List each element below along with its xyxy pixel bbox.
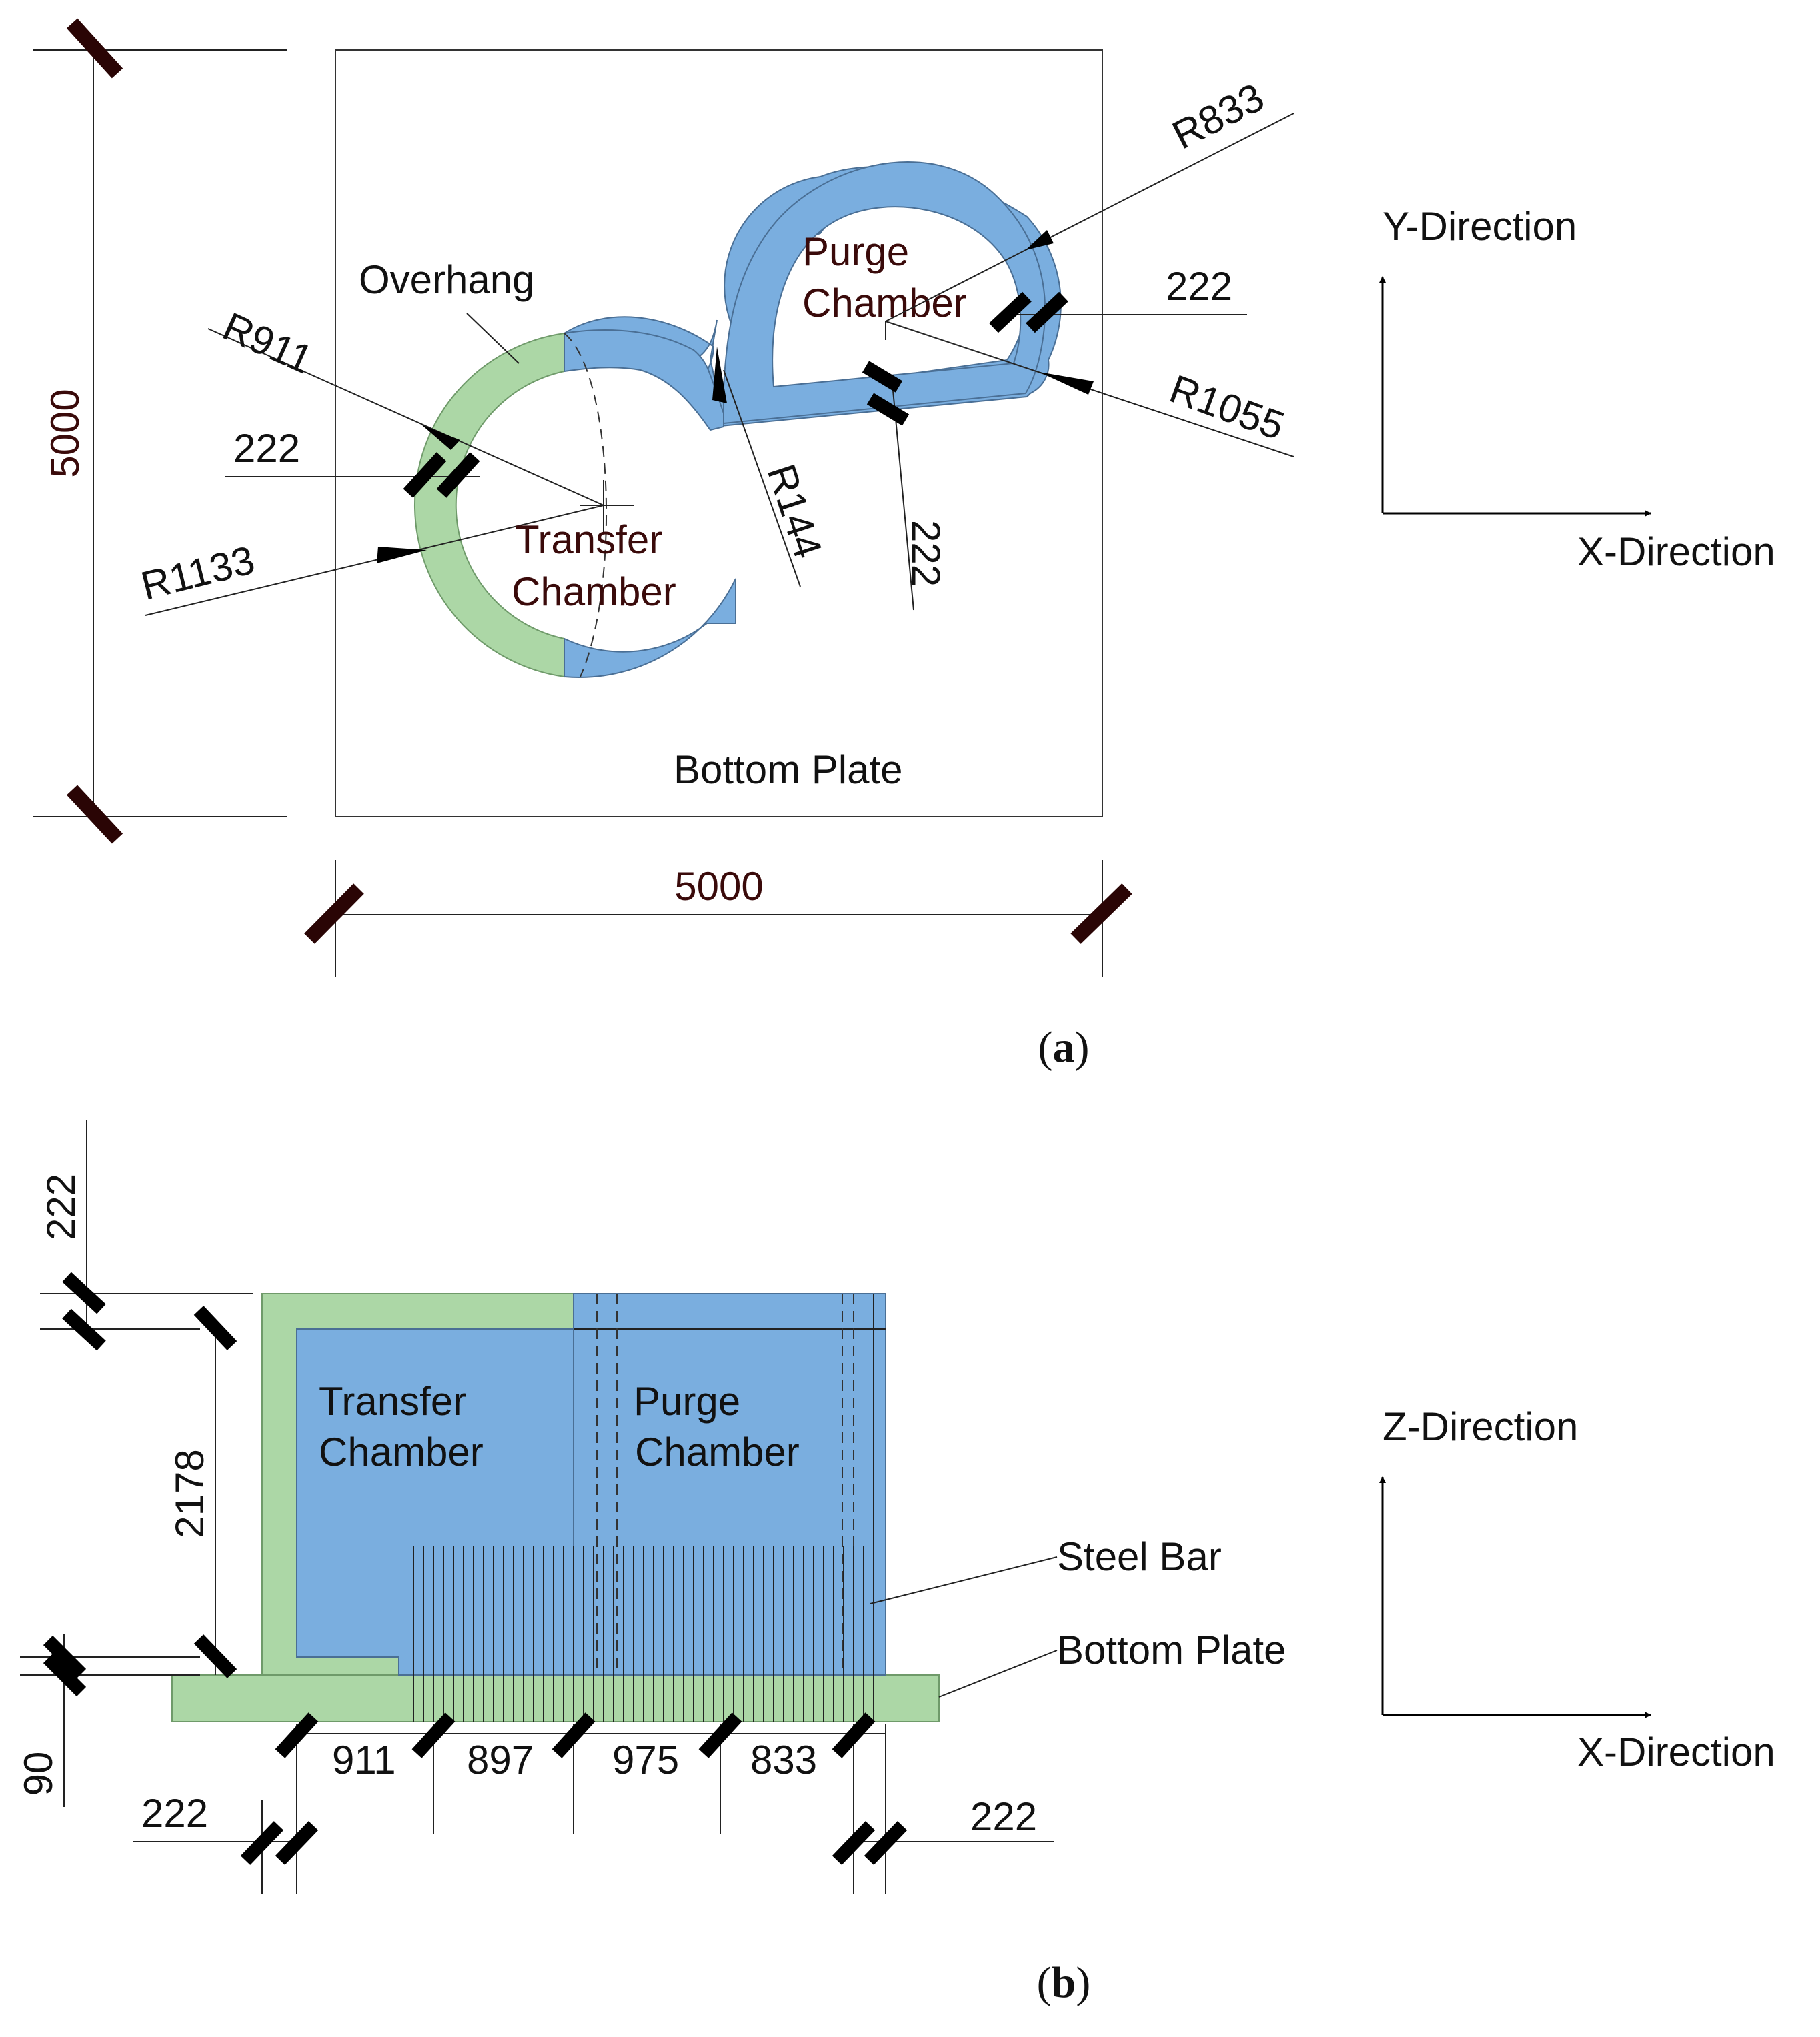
dim-tick-bottom <box>66 785 123 844</box>
r911-label: R911 <box>217 304 319 383</box>
wall-left-tick-a <box>403 452 447 498</box>
r1133-leader <box>145 505 604 616</box>
b-plate-tick-b <box>43 1653 87 1697</box>
b-purge-label-line2: Chamber <box>635 1430 800 1474</box>
transfer-chamber-label-line1: Transfer <box>515 517 662 562</box>
y-axis-label: Y-Direction <box>1383 204 1577 249</box>
wall-lower-tick-a <box>862 361 903 393</box>
r144-label: R144 <box>759 459 831 563</box>
bottom-plate-section <box>171 1674 940 1722</box>
b-seg3-label: 975 <box>612 1738 679 1782</box>
r144-arrow <box>712 347 727 403</box>
steel-bar-label: Steel Bar <box>1057 1534 1222 1579</box>
b-height-tick-bottom <box>193 1634 237 1678</box>
r1133-arrow <box>377 547 427 563</box>
b-left-wall-tick-a <box>240 1821 284 1865</box>
b-bottom-plate-leader <box>938 1650 1058 1698</box>
b-top-tick-a <box>62 1272 106 1314</box>
b-left-wall-tick-b <box>275 1821 319 1865</box>
overhang-boundary-dashed <box>564 333 607 677</box>
overhang-arc <box>413 332 565 678</box>
transfer-chamber-label-line2: Chamber <box>512 569 676 614</box>
b-seg4-label: 833 <box>750 1738 817 1782</box>
b-left-wall-label: 222 <box>141 1791 208 1836</box>
b-height-label: 2178 <box>167 1449 212 1538</box>
r1055-label: R1055 <box>1164 366 1290 448</box>
wall-left-label: 222 <box>233 426 300 471</box>
panel-a-caption: (a) <box>1038 1023 1090 1072</box>
x-axis-label-a: X-Direction <box>1577 529 1775 574</box>
b-right-wall-tick-b <box>864 1821 908 1865</box>
bottom-plate-outline <box>335 49 1103 817</box>
b-transfer-label-line1: Transfer <box>319 1379 466 1424</box>
b-chain-ticks <box>275 1712 876 1758</box>
wall-lower-tick-b <box>866 393 910 426</box>
x-axis-label-b: X-Direction <box>1577 1730 1775 1774</box>
r1055-arrow <box>1039 372 1094 395</box>
wall-right-tick-b <box>1026 291 1068 333</box>
panel-b-caption: (b) <box>1037 1958 1091 2007</box>
b-transfer-label-line2: Chamber <box>319 1430 484 1474</box>
steel-bar-leader <box>870 1556 1058 1604</box>
dim-width-label: 5000 <box>674 864 763 909</box>
r833-arrow <box>1026 230 1054 250</box>
overhang-label: Overhang <box>359 257 535 302</box>
b-right-wall-tick-a <box>832 1821 876 1865</box>
z-axis-label: Z-Direction <box>1383 1404 1578 1449</box>
b-top-wall-label: 222 <box>39 1174 83 1240</box>
transfer-chamber-wall-lower <box>564 578 736 678</box>
wall-left-tick-b <box>436 452 480 498</box>
bottom-plate-label: Bottom Plate <box>674 747 903 792</box>
dim-height-label: 5000 <box>43 389 87 477</box>
b-right-wall-label: 222 <box>970 1794 1037 1839</box>
b-top-tick-b <box>62 1308 106 1351</box>
b-plate-tick-a <box>43 1635 87 1679</box>
r833-label: R833 <box>1165 75 1270 158</box>
r833-leader <box>885 113 1294 322</box>
b-seg1-label: 911 <box>332 1738 396 1782</box>
b-bottom-plate-label: Bottom Plate <box>1057 1628 1286 1672</box>
b-seg2-label: 897 <box>467 1738 534 1782</box>
b-height-tick-top <box>193 1306 237 1350</box>
purge-chamber-label-line2: Chamber <box>802 281 967 325</box>
b-plate-label: 90 <box>16 1752 61 1796</box>
r911-leader <box>207 328 604 506</box>
panel-a: 5000 5000 R911 R1133 222 Overhang Transf… <box>33 18 1775 1072</box>
wall-right-tick-a <box>989 291 1032 333</box>
r144-leader <box>723 369 801 587</box>
overhang-leader <box>466 313 520 364</box>
b-purge-label-line1: Purge <box>634 1379 740 1424</box>
panel-b: Transfer Chamber Purge Chamber Steel Bar… <box>16 1120 1775 2007</box>
purge-chamber-label-line1: Purge <box>802 229 909 274</box>
steel-bar-group <box>413 1546 874 1722</box>
dim-tick-right <box>1070 883 1132 944</box>
r911-arrow <box>421 425 460 450</box>
dim-tick-left <box>304 883 364 944</box>
wall-right-label: 222 <box>1166 264 1232 309</box>
r1133-label: R1133 <box>137 537 259 609</box>
purge-chamber-section <box>573 1293 886 1676</box>
dim-tick-top <box>66 18 123 79</box>
wall-lower-label: 222 <box>904 520 948 587</box>
